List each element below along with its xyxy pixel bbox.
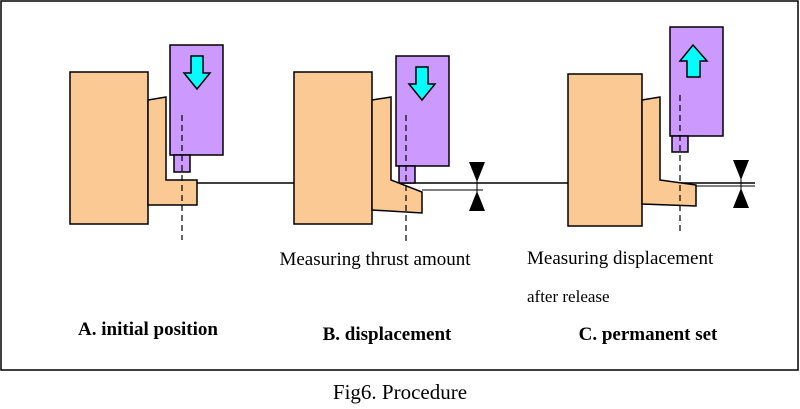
arrow-down-icon: [182, 55, 212, 91]
panel-label: C. permanent set: [579, 324, 718, 345]
panel-c: Measuring displacement after release C. …: [527, 26, 755, 345]
panel-a: A. initial position: [69, 44, 224, 340]
measure-note: Measuring thrust amount: [279, 249, 471, 270]
arrow-up-icon: [678, 43, 709, 78]
measurement-marker: [469, 162, 485, 211]
base-block: [567, 73, 643, 227]
base-block: [293, 71, 373, 225]
test-piece: [147, 96, 198, 206]
figure-caption: Fig6. Procedure: [332, 380, 468, 404]
arrow-down-icon: [407, 66, 437, 102]
sensor-body: [669, 26, 724, 137]
test-piece: [371, 96, 423, 214]
measurement-marker: [733, 160, 749, 208]
measure-note: after release: [527, 287, 610, 306]
measure-note: Measuring displacement: [527, 248, 714, 269]
panel-b: Measuring thrust amount B. displacement: [279, 55, 485, 345]
sensor-probe: [398, 165, 416, 184]
base-block: [69, 71, 149, 225]
panel-label: A. initial position: [78, 319, 218, 340]
test-piece: [641, 96, 697, 207]
panel-label: B. displacement: [323, 324, 452, 345]
